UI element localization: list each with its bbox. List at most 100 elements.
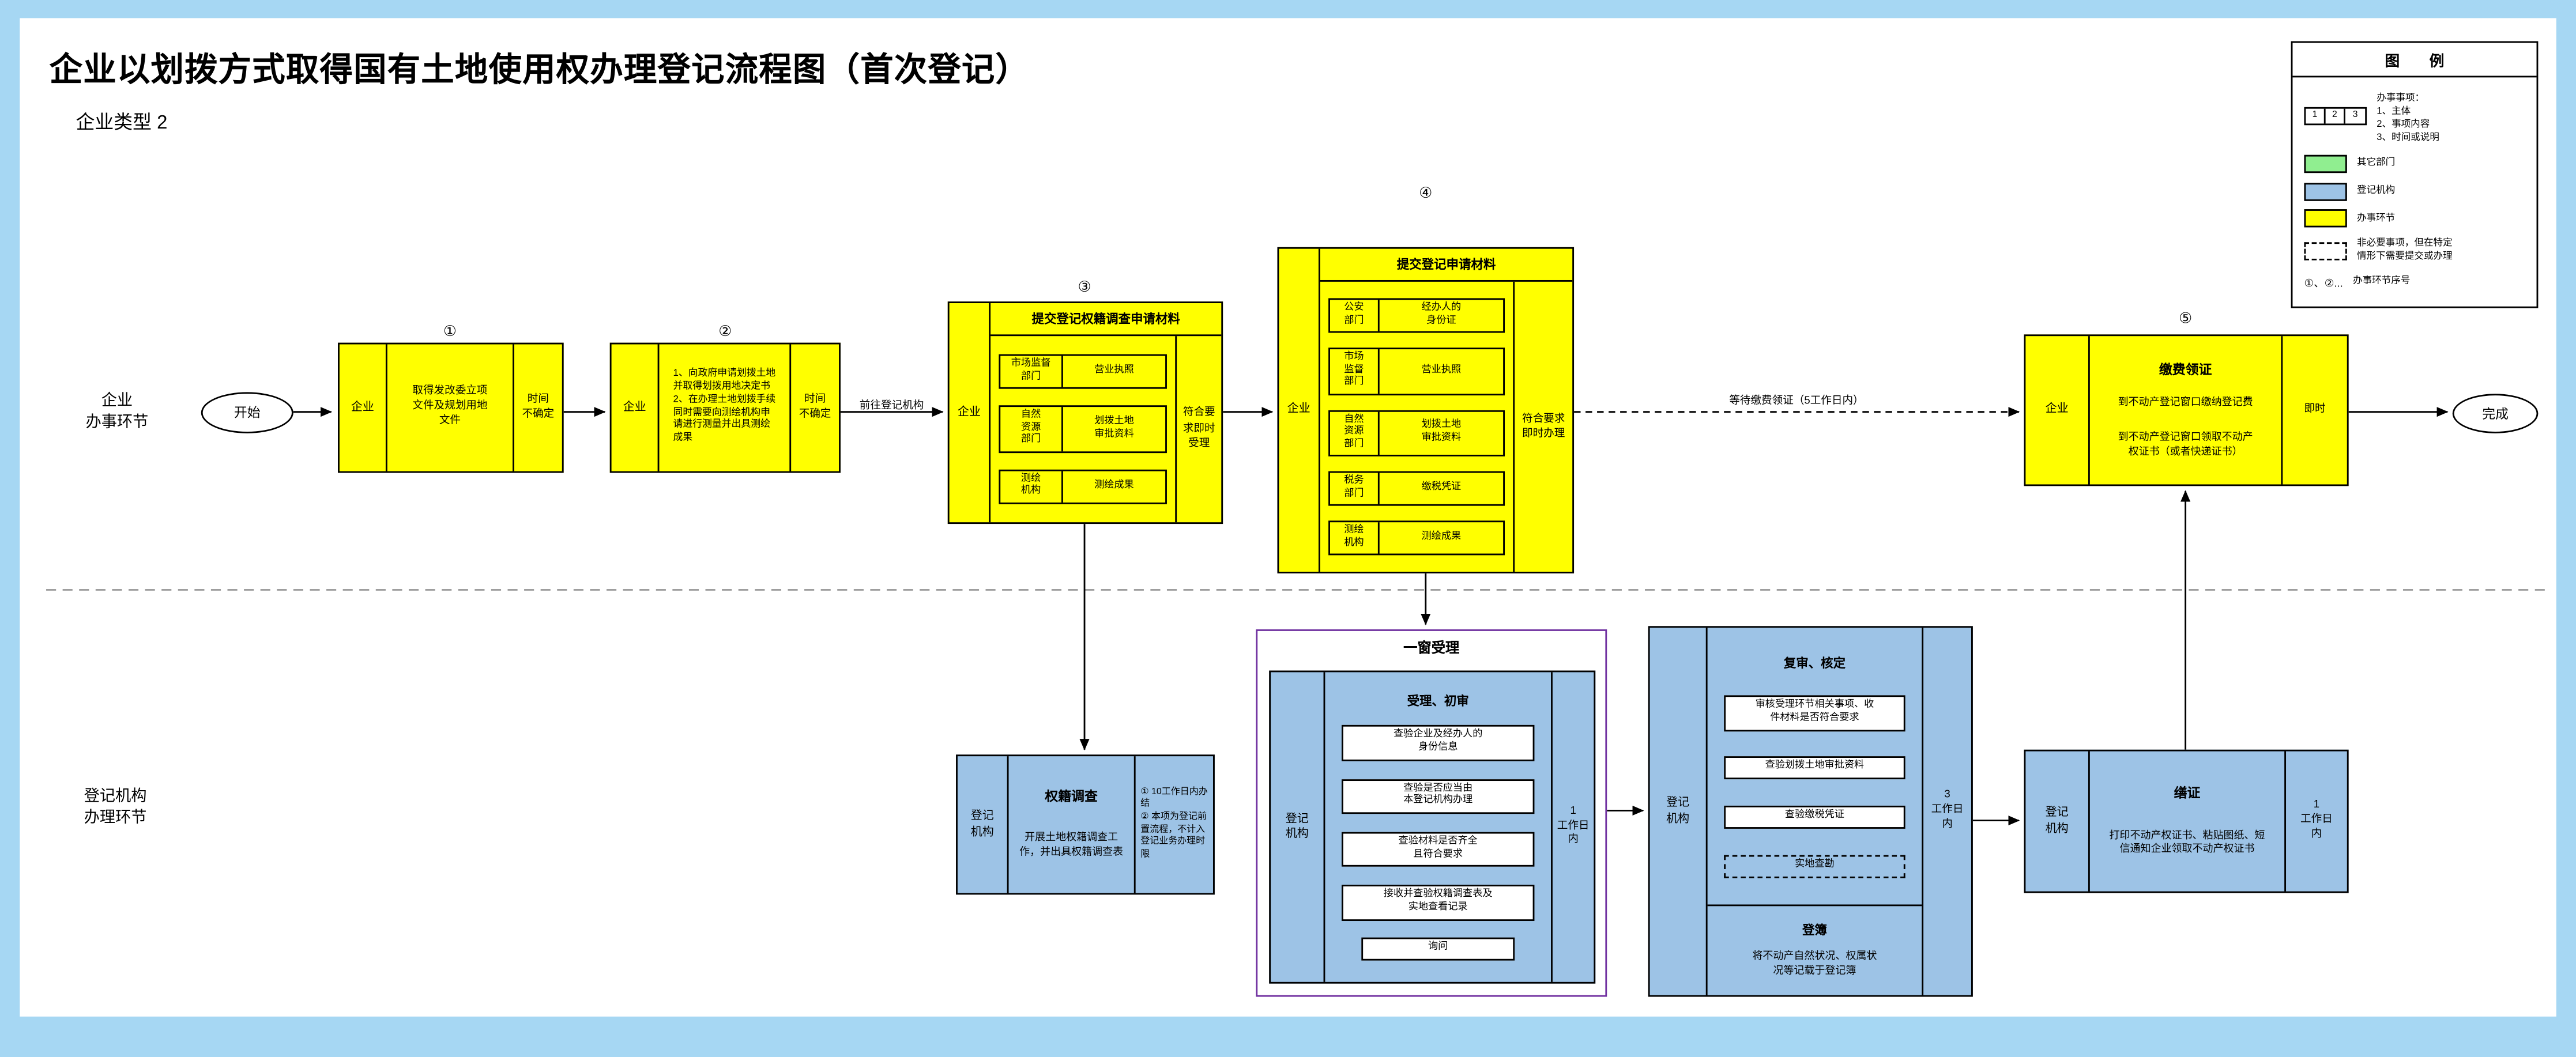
- certificate-main: 缮证 打印不动产权证书、粘贴图纸、短 信通知企业领取不动产权证书: [2088, 751, 2284, 892]
- doc-cell: 缴税凭证: [1421, 482, 1462, 493]
- doc-cell: 测绘成果: [1421, 531, 1462, 542]
- wait-for-certificate-label: 等待缴费领证（5工作日内）: [1729, 395, 1864, 407]
- material-row: 市场 监督 部门 营业执照: [1328, 348, 1505, 395]
- dept-cell: 测绘 机构: [1330, 522, 1380, 554]
- step3-main: 提交登记权籍调查申请材料 市场监督 部门 营业执照 自然 资源 部门 划拨土地 …: [989, 303, 1222, 523]
- step3-seq: ③: [1078, 278, 1091, 295]
- legend-optional-label: 非必要事项，但在特定 情形下需要提交或办理: [2356, 239, 2453, 263]
- yellow-swatch-icon: [2304, 210, 2347, 228]
- step5-line2: 到不动产登记窗口领取不动产 权证书（或者快递证书）: [2118, 431, 2253, 458]
- cadastral-title: 权籍调查: [1045, 789, 1098, 805]
- goto-registry-label: 前往登记机构: [859, 400, 924, 412]
- review-time: 3 工作日 内: [1922, 628, 1971, 995]
- step5-title: 缴费领证: [2159, 361, 2212, 377]
- legend-matter-text: 办事事项： 1、主体 2、事项内容 3、时间或说明: [2377, 93, 2439, 144]
- doc-cell: 营业执照: [1421, 365, 1462, 375]
- accept-title: 受理、初审: [1407, 693, 1469, 708]
- step4-actor: 企业: [1287, 404, 1310, 416]
- legend: 图 例 1 2 3 办事事项： 1、主体 2、事项内容 3、时间或说明 其它部门…: [2291, 41, 2539, 308]
- step4-material-list: 公安 部门 经办人的 身份证 市场 监督 部门 营业执照 自然 资源 部门 划拨…: [1320, 282, 1513, 572]
- review-title: 复审、核定: [1783, 655, 1846, 670]
- step4-seq: ④: [1419, 184, 1433, 201]
- step1-time: 时间 不确定: [513, 344, 562, 471]
- step5-box: 企业 缴费领证 到不动产登记窗口缴纳登记费 到不动产登记窗口领取不动产 权证书（…: [2024, 334, 2349, 486]
- accept-time: 1 工作日 内: [1551, 672, 1594, 982]
- review-check: 查验划拨土地审批资料: [1723, 757, 1906, 780]
- start-node: 开始: [201, 392, 293, 433]
- page-subtitle: 企业类型 2: [76, 114, 168, 134]
- cadastral-content: 开展土地权籍调查工 作，并出具权籍调查表: [1019, 832, 1124, 859]
- material-row: 自然 资源 部门 划拨土地 审批资料: [1328, 409, 1505, 456]
- dept-cell: 税务 部门: [1330, 473, 1380, 504]
- accept-box: 登记 机构 受理、初审 查验企业及经办人的 身份信息 查验是否应当由 本登记机构…: [1269, 670, 1596, 984]
- accept-check: 查验企业及经办人的 身份信息: [1341, 725, 1535, 761]
- cadastral-box: 登记 机构 权籍调查 开展土地权籍调查工 作，并出具权籍调查表 ① 10工作日内…: [956, 754, 1215, 895]
- legend-sample-box: 1 2 3: [2304, 107, 2367, 125]
- step1-content: 取得发改委立项 文件及规划用地 文件: [385, 344, 513, 471]
- doc-cell: 划拨土地 审批资料: [1094, 417, 1134, 439]
- review-check: 查验缴税凭证: [1723, 805, 1906, 829]
- accept-check: 接收并查验权籍调查表及 实地查看记录: [1341, 885, 1535, 921]
- lane-label-enterprise: 企业 办事环节: [85, 392, 149, 432]
- register-section: 登簿 将不动产自然状况、权属状 况等记载于登记簿: [1708, 907, 1922, 995]
- material-row: 自然 资源 部门 划拨土地 审批资料: [999, 405, 1167, 453]
- step2-seq: ②: [718, 323, 732, 339]
- cadastral-actor: 登记 机构: [970, 810, 994, 838]
- certificate-content: 打印不动产权证书、粘贴图纸、短 信通知企业领取不动产权证书: [2109, 829, 2265, 856]
- step3-material-list: 市场监督 部门 营业执照 自然 资源 部门 划拨土地 审批资料 测绘 机构 测绘…: [991, 336, 1175, 522]
- review-box: 登记 机构 复审、核定 审核受理环节相关事项、收 件材料是否符合要求 查验划拨土…: [1648, 626, 1973, 997]
- step4-main: 提交登记申请材料 公安 部门 经办人的 身份证 市场 监督 部门 营业执照 自然…: [1318, 248, 1573, 572]
- sequence-symbol: ①、②...: [2304, 278, 2343, 290]
- material-row: 测绘 机构 测绘成果: [999, 469, 1167, 504]
- dept-cell: 市场 监督 部门: [1330, 349, 1380, 393]
- step5-time: 即时: [2281, 336, 2347, 485]
- material-row: 公安 部门 经办人的 身份证: [1328, 298, 1505, 333]
- dashed-swatch-icon: [2304, 241, 2347, 261]
- material-row: 市场监督 部门 营业执照: [999, 354, 1167, 390]
- certificate-time: 1 工作日 内: [2284, 751, 2347, 892]
- step3-title: 提交登记权籍调查申请材料: [991, 303, 1222, 337]
- one-window-title: 一窗受理: [1403, 639, 1460, 656]
- review-actor: 登记 机构: [1666, 797, 1690, 825]
- dept-cell: 测绘 机构: [1000, 471, 1063, 503]
- step5-seq: ⑤: [2179, 309, 2193, 327]
- legend-step-label: 办事环节: [2356, 214, 2396, 224]
- legend-sample-cell-3: 3: [2352, 111, 2358, 121]
- dept-cell: 自然 资源 部门: [1330, 411, 1380, 455]
- step5-line1: 到不动产登记窗口缴纳登记费: [2118, 397, 2253, 409]
- step4-title: 提交登记申请材料: [1320, 249, 1573, 282]
- step4-box: 企业 提交登记申请材料 公安 部门 经办人的 身份证 市场 监督 部门 营业执照…: [1277, 247, 1575, 573]
- legend-sample-cell-1: 1: [2306, 108, 2326, 123]
- legend-item-optional: 非必要事项，但在特定 情形下需要提交或办理: [2304, 237, 2525, 264]
- finish-node: 完成: [2452, 394, 2539, 433]
- blue-swatch-icon: [2304, 182, 2347, 201]
- certificate-box: 登记 机构 缮证 打印不动产权证书、粘贴图纸、短 信通知企业领取不动产权证书 1…: [2024, 749, 2349, 893]
- step3-actor: 企业: [957, 406, 981, 418]
- certificate-title: 缮证: [2174, 785, 2201, 801]
- accept-check: 查验材料是否齐全 且符合要求: [1341, 832, 1535, 867]
- accept-actor: 登记 机构: [1285, 813, 1309, 840]
- register-text: 将不动产自然状况、权属状 况等记载于登记簿: [1752, 951, 1877, 977]
- one-window-group: 一窗受理 登记 机构 受理、初审 查验企业及经办人的 身份信息 查验是否应当由 …: [1256, 629, 1607, 997]
- step4-result: 符合要求 即时办理: [1513, 281, 1572, 572]
- page-title: 企业以划拨方式取得国有土地使用权办理登记流程图（首次登记）: [49, 52, 1030, 89]
- accept-main: 受理、初审 查验企业及经办人的 身份信息 查验是否应当由 本登记机构办理 查验材…: [1323, 672, 1551, 982]
- step2-actor: 企业: [623, 401, 646, 413]
- green-swatch-icon: [2304, 154, 2347, 173]
- step1-seq: ①: [443, 323, 457, 339]
- legend-registry-label: 登记机构: [2356, 186, 2396, 197]
- step2-time: 时间 不确定: [789, 344, 839, 471]
- step3-result: 符合要 求即时 受理: [1175, 336, 1221, 523]
- legend-seq-label: 办事环节序号: [2353, 277, 2411, 287]
- certificate-actor: 登记 机构: [2045, 807, 2069, 835]
- step1-actor: 企业: [351, 401, 374, 413]
- review-main: 复审、核定 审核受理环节相关事项、收 件材料是否符合要求 查验划拨土地审批资料 …: [1705, 628, 1922, 995]
- doc-cell: 经办人的 身份证: [1421, 303, 1462, 326]
- cadastral-note: ① 10工作日内办结 ② 本项为登记前置流程，不计入登记业务办理时限: [1133, 756, 1213, 893]
- cadastral-main: 权籍调查 开展土地权籍调查工 作，并出具权籍调查表: [1007, 756, 1134, 893]
- legend-item-seq: ①、②... 办事环节序号: [2304, 274, 2525, 290]
- legend-item-registry: 登记机构: [2304, 182, 2525, 201]
- step5-main: 缴费领证 到不动产登记窗口缴纳登记费 到不动产登记窗口领取不动产 权证书（或者快…: [2088, 336, 2281, 485]
- legend-sample-cell-2: 2: [2326, 108, 2345, 123]
- step2-box: 企业 1、向政府申请划拨土地 并取得划拨用地决定书 2、在办理土地划拨手续 同时…: [609, 342, 841, 473]
